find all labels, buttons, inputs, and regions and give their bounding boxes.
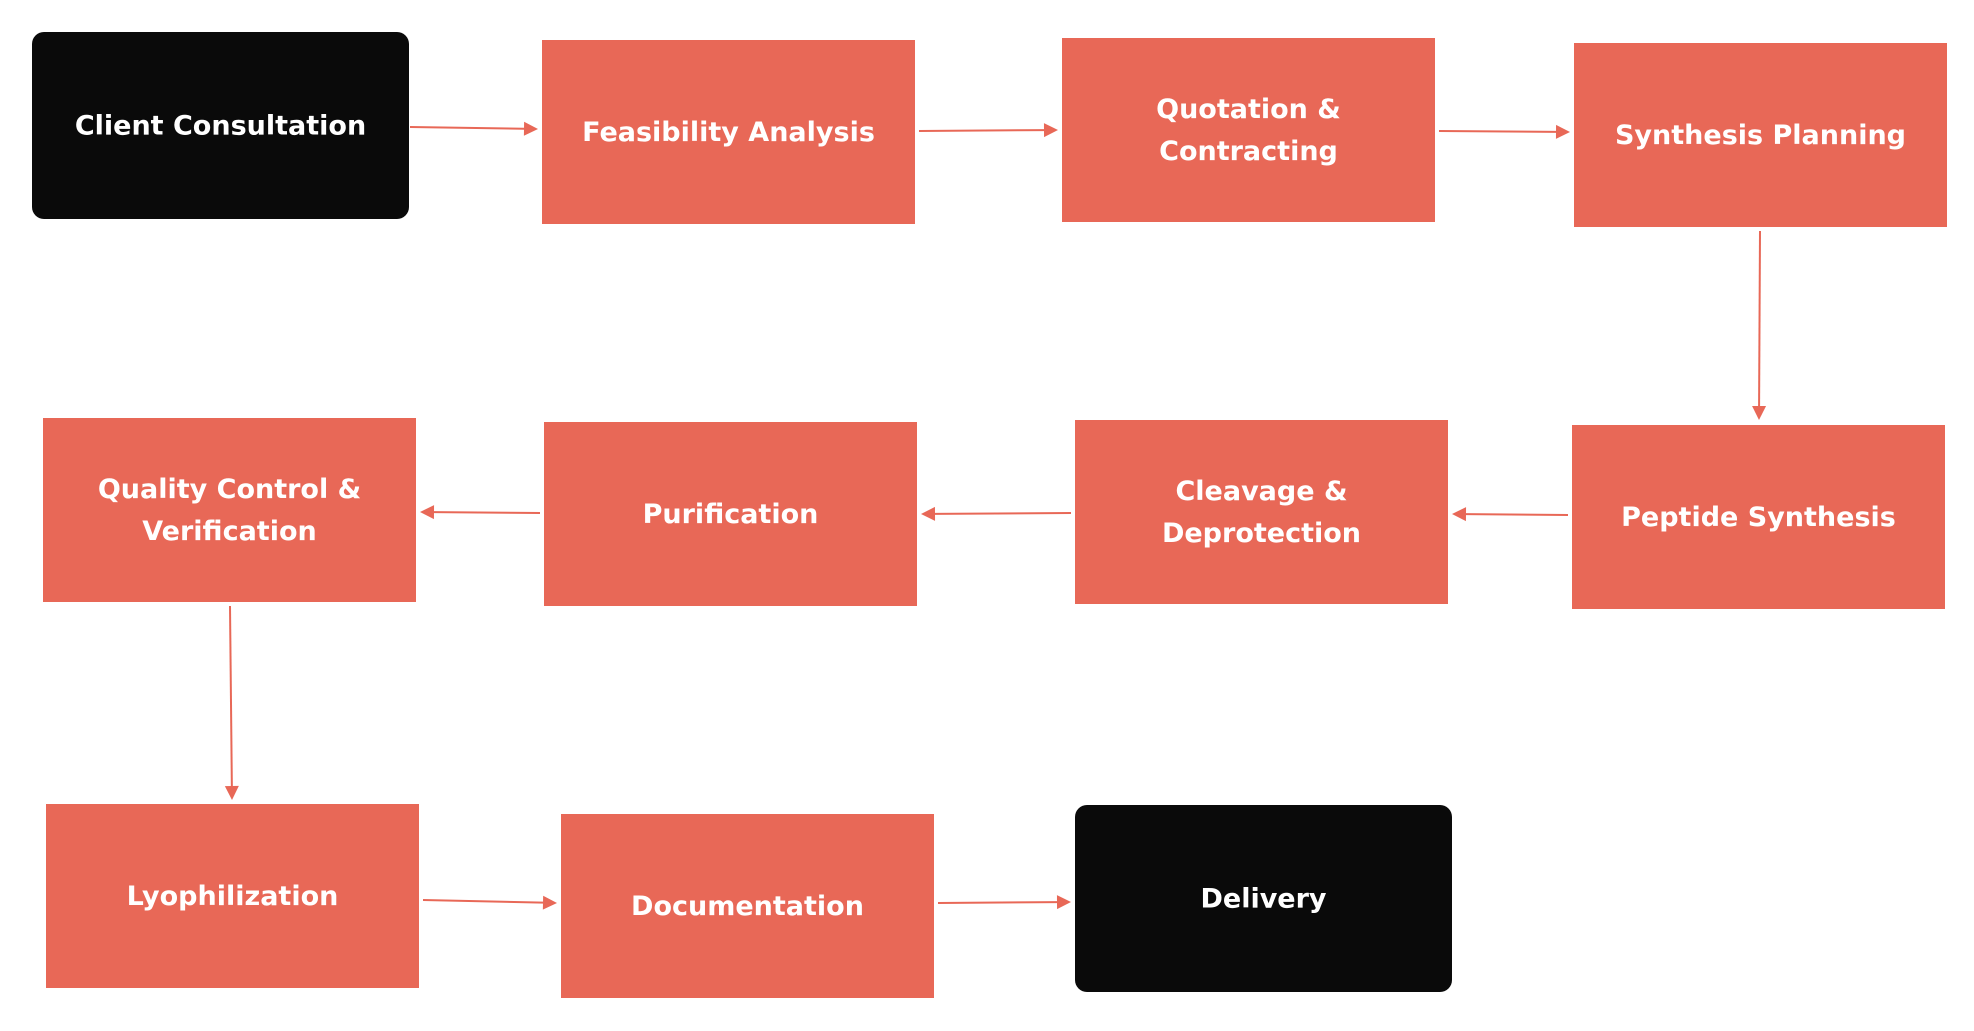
node-client-consultation: Client Consultation [32,32,409,219]
arrowhead-icon [523,121,538,136]
node-label: Feasibility Analysis [582,117,875,148]
connector-line [1438,130,1557,133]
connector-line [1465,513,1569,516]
node-label-line: Delivery [1200,883,1326,914]
arrow-peptide-synthesis-to-cleavage-deprotection [1452,507,1569,522]
connector-line [422,899,544,904]
node-label: Purification [643,499,819,530]
arrowhead-icon [1555,124,1570,139]
arrow-purification-to-quality-control [420,505,541,520]
arrowhead-icon [420,505,435,520]
connector-line [1758,230,1761,407]
arrowhead-icon [1056,895,1071,910]
process-box [542,40,915,224]
process-box [1062,38,1435,222]
arrow-synthesis-planning-to-peptide-synthesis [1752,230,1767,420]
node-peptide-synthesis: Peptide Synthesis [1572,425,1945,609]
node-lyophilization: Lyophilization [46,804,419,988]
node-cleavage-deprotection: Cleavage & Deprotection [1075,420,1448,604]
terminal-box [32,32,409,219]
node-label: Documentation [631,891,864,922]
node-label-line: Feasibility Analysis [582,117,875,148]
node-label-line: Cleavage & [1175,476,1347,507]
node-label: Synthesis Planning [1615,120,1906,151]
arrowhead-icon [1452,507,1467,522]
process-box [1075,420,1448,604]
node-label-line: Peptide Synthesis [1621,502,1896,533]
node-label-line: Quality Control & [98,474,361,505]
node-label: Quality Control & Verification [98,474,361,547]
node-label-line: Purification [643,499,819,530]
arrow-cleavage-deprotection-to-purification [921,506,1072,521]
node-label: Delivery [1200,883,1326,914]
process-box [544,422,917,606]
connector-line [433,511,541,514]
node-label: Peptide Synthesis [1621,502,1896,533]
node-label-line: Deprotection [1162,518,1361,549]
arrow-quotation-contracting-to-synthesis-planning [1438,124,1570,139]
arrow-quality-control-to-lyophilization [224,605,239,800]
arrowhead-icon [224,785,239,800]
node-label: Cleavage & Deprotection [1162,476,1361,549]
node-label-line: Lyophilization [127,881,339,912]
arrow-client-consultation-to-feasibility-analysis [409,121,538,136]
connectors [224,121,1767,910]
node-feasibility-analysis: Feasibility Analysis [542,40,915,224]
node-quality-control: Quality Control & Verification [43,418,416,602]
node-label: Client Consultation [75,110,366,141]
connector-line [918,129,1045,132]
arrow-lyophilization-to-documentation [422,895,557,910]
terminal-box [1075,805,1452,992]
process-box [1574,43,1947,227]
node-label: Lyophilization [127,881,339,912]
arrowhead-icon [1043,123,1058,138]
node-label-line: Client Consultation [75,110,366,141]
node-documentation: Documentation [561,814,934,998]
connector-line [937,901,1058,904]
node-quotation-contracting: Quotation & Contracting [1062,38,1435,222]
node-label-line: Synthesis Planning [1615,120,1906,151]
connector-line [229,605,233,787]
node-delivery: Delivery [1075,805,1452,992]
node-synthesis-planning: Synthesis Planning [1574,43,1947,227]
process-box [46,804,419,988]
arrow-documentation-to-delivery [937,895,1071,910]
node-label-line: Verification [142,516,316,547]
node-label-line: Quotation & [1156,94,1341,125]
connector-line [409,126,525,130]
node-label-line: Contracting [1159,136,1338,167]
process-box [1572,425,1945,609]
node-purification: Purification [544,422,917,606]
arrowhead-icon [1752,405,1767,420]
node-label: Quotation & Contracting [1156,94,1341,167]
process-box [43,418,416,602]
arrowhead-icon [921,506,936,521]
connector-line [934,512,1072,515]
process-box [561,814,934,998]
node-label-line: Documentation [631,891,864,922]
arrowhead-icon [542,895,557,910]
arrow-feasibility-analysis-to-quotation-contracting [918,123,1058,138]
